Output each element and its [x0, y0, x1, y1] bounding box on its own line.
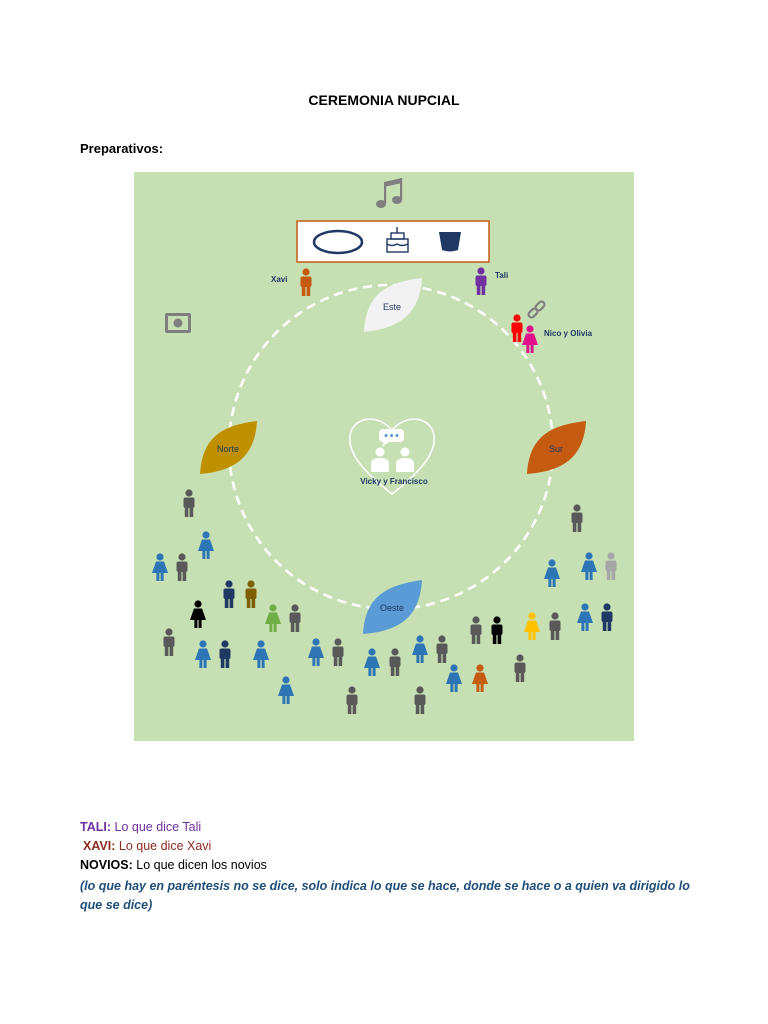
ceremony-diagram-svg: Este Norte Sur Oeste Vicky y Francisco X… [152, 178, 617, 714]
legend-novios: NOVIOS: Lo que dicen los novios [80, 858, 267, 872]
oeste-petal [363, 580, 422, 634]
sur-label: Sur [549, 444, 563, 454]
sur-petal [527, 421, 586, 474]
couple-icon [371, 447, 414, 472]
page-title: CEREMONIA NUPCIAL [308, 92, 460, 108]
link-icon [527, 300, 546, 319]
legend-tali: TALI: Lo que dice Tali [80, 820, 202, 834]
tali-label: Tali [495, 271, 508, 280]
nico-figure [511, 314, 523, 342]
legend-xavi: XAVI: Lo que dice Xavi [83, 839, 212, 853]
altar-table [296, 220, 490, 263]
chat-icon [379, 429, 404, 447]
xavi-label: Xavi [271, 275, 287, 284]
oeste-label: Oeste [380, 603, 404, 613]
tali-figure [475, 267, 487, 295]
norte-petal [200, 421, 257, 474]
ring-icon [312, 229, 364, 255]
cake-icon [386, 227, 409, 253]
norte-label: Norte [217, 444, 239, 454]
camera-icon [165, 313, 191, 333]
bowl-icon [439, 232, 461, 252]
legend-note: (lo que hay en paréntesis no se dice, so… [80, 879, 690, 912]
section-subtitle: Preparativos: [80, 141, 164, 156]
couple-label: Vicky y Francisco [360, 477, 428, 486]
este-label: Este [383, 302, 401, 312]
ceremony-diagram: Este Norte Sur Oeste Vicky y Francisco X… [134, 172, 634, 741]
xavi-figure [300, 268, 312, 296]
este-petal [364, 278, 422, 332]
nico-olivia-label: Nico y Olivia [544, 329, 593, 338]
ceremony-circle [227, 283, 555, 611]
music-note-icon [376, 178, 403, 208]
olivia-figure [522, 325, 538, 353]
